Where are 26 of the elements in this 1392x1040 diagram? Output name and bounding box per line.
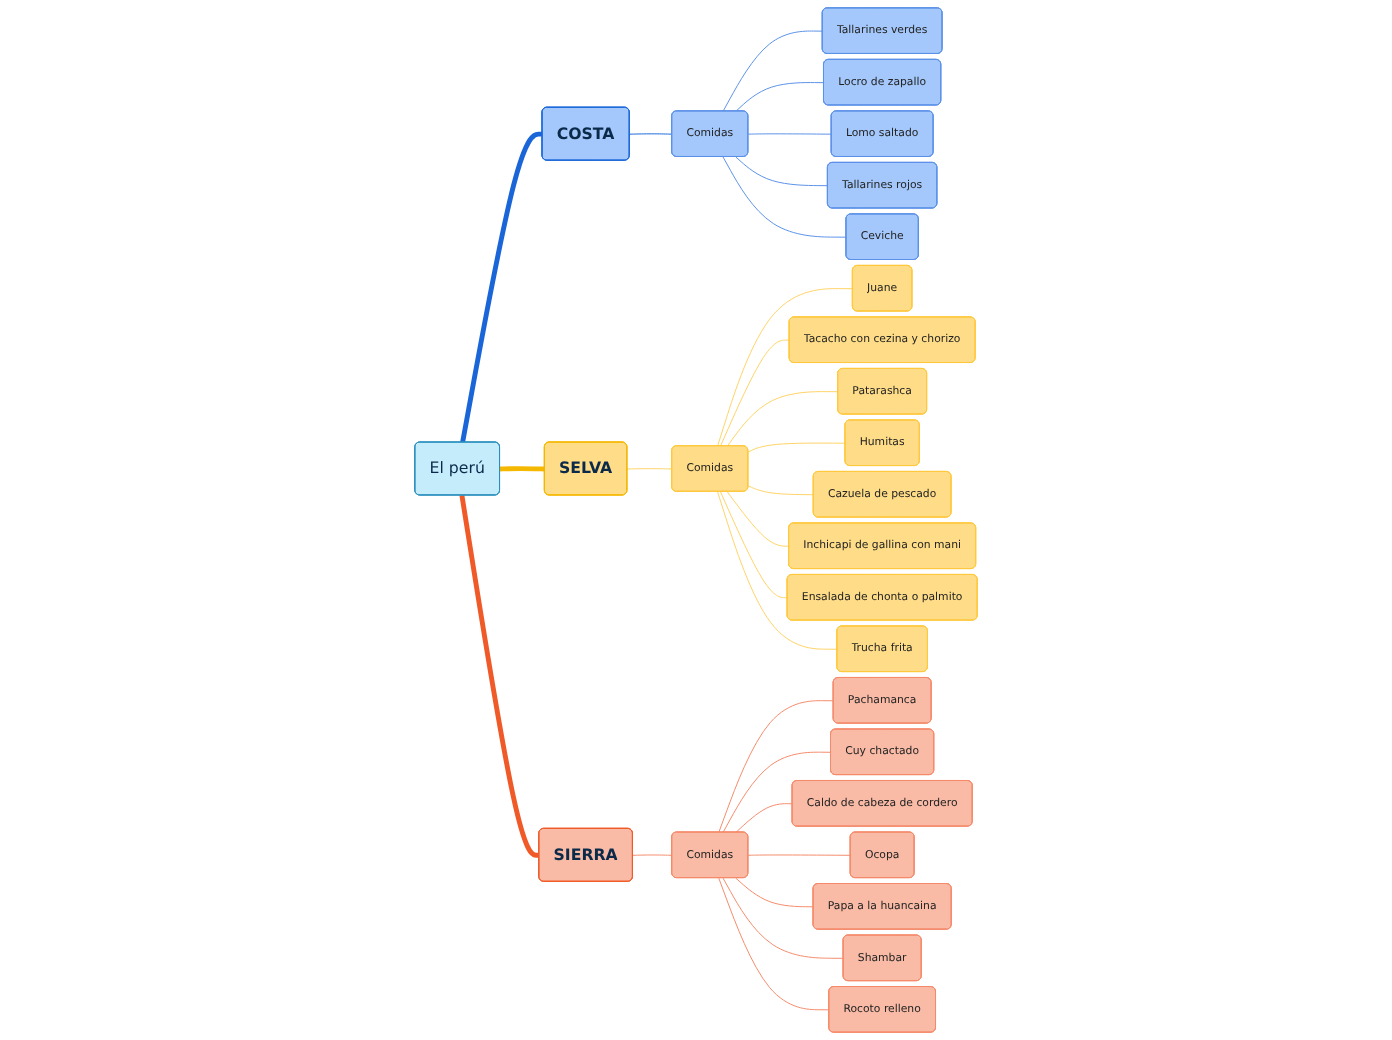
connector: [722, 156, 847, 238]
connector: [718, 877, 830, 1011]
connector: [735, 156, 829, 187]
connector: [735, 82, 825, 112]
connector: [726, 391, 839, 447]
connector: [722, 877, 845, 959]
connector: [626, 468, 673, 470]
connector: [747, 485, 815, 496]
connector: [747, 133, 833, 135]
connector: [747, 854, 852, 856]
connector: [499, 466, 545, 472]
connector: [718, 700, 835, 833]
connector: [632, 854, 673, 856]
connector: [460, 131, 543, 443]
connector: [722, 30, 824, 112]
connector: [722, 751, 832, 833]
connector: [726, 491, 790, 547]
connector: [720, 491, 789, 599]
connector: [720, 339, 791, 447]
connector: [629, 133, 673, 135]
connector: [717, 288, 854, 447]
connector: [735, 803, 794, 833]
connector: [717, 491, 838, 650]
connector: [747, 442, 846, 453]
connector: [735, 877, 815, 908]
connector: [459, 495, 540, 858]
